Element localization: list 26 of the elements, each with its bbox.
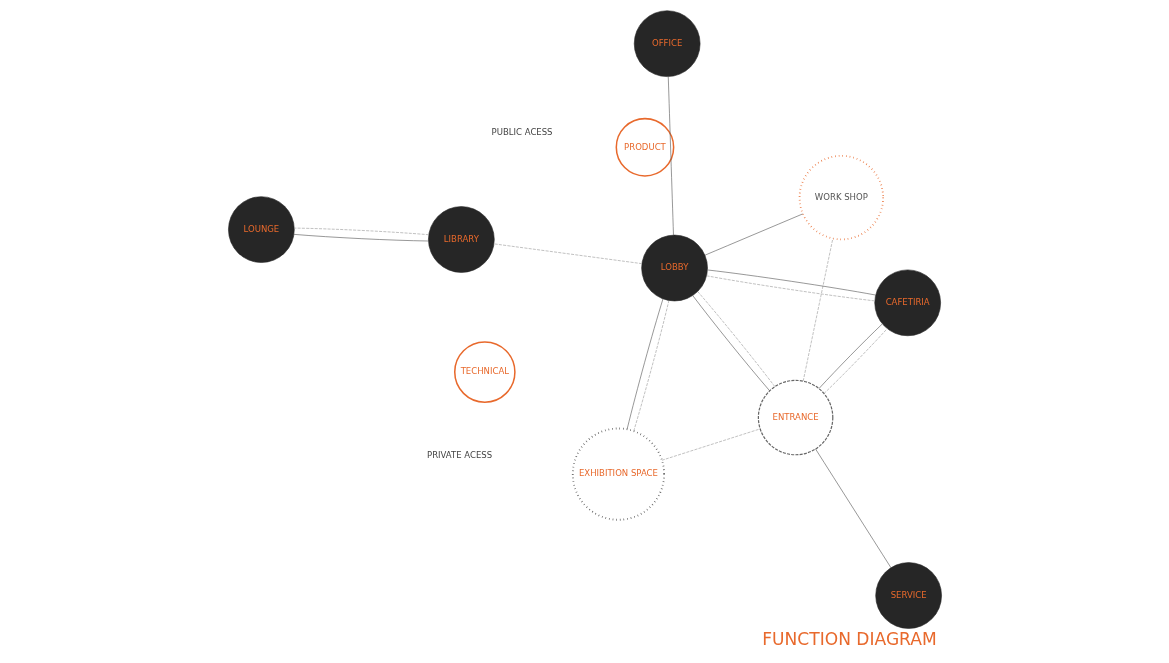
node-circle: TECHNICAL: [453, 341, 516, 403]
connector: [626, 298, 663, 430]
connector: [706, 269, 876, 296]
connector: [667, 76, 674, 236]
connector: [661, 428, 760, 461]
node-circle: OFFICE: [633, 10, 700, 77]
connector: [632, 300, 669, 432]
node-circle: SERVICE: [874, 562, 942, 629]
connector: [293, 234, 429, 242]
node-circle: LOUNGE: [227, 196, 295, 263]
node-circle: ENTRANCE: [757, 379, 833, 456]
connector: [814, 448, 891, 569]
node-circle: EXHIBITION SPACE: [571, 427, 665, 521]
connector: [706, 275, 875, 302]
diagram-title: FUNCTION DIAGRAM: [761, 628, 937, 649]
connector: [704, 213, 803, 256]
connector: [493, 243, 642, 264]
node-circle: WORK SHOP: [798, 154, 884, 241]
connector: [293, 227, 429, 236]
legend-label: PRIVATE ACESS: [426, 450, 492, 461]
node-circle: LOBBY: [640, 234, 708, 302]
connector: [802, 238, 833, 382]
node-circle: LIBRARY: [427, 206, 495, 273]
node-circle: PRODUCT: [615, 117, 674, 177]
node-circle: CAFETIRIA: [873, 269, 941, 337]
legend-label: PUBLIC ACESS: [491, 126, 553, 137]
